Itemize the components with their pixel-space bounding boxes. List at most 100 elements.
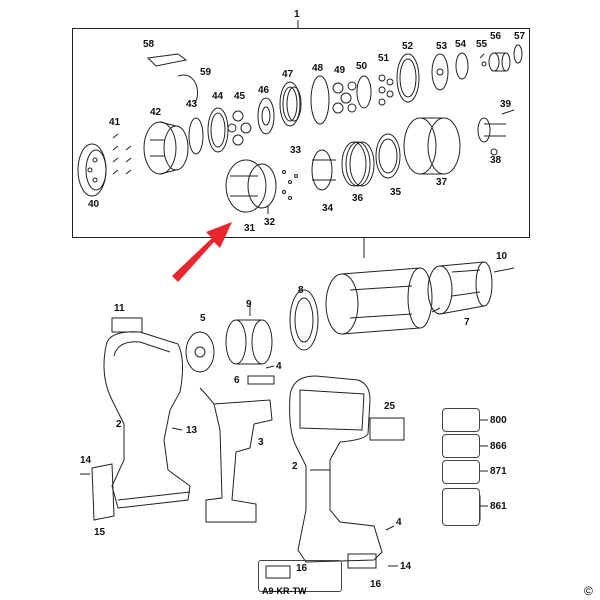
part-46-carrier: [257, 97, 275, 135]
part-38-spindle: [477, 117, 506, 156]
callout-41: 41: [109, 117, 121, 128]
part-16-clip: [347, 553, 377, 569]
part-5-brush-plate: [185, 331, 215, 373]
accessory-box-866: [442, 434, 480, 458]
callout-7: 7: [464, 317, 470, 328]
accessory-box-861: [442, 488, 480, 526]
callout-55: 55: [476, 39, 488, 50]
part-58-clip: [146, 53, 188, 67]
model-badge-text: A9-KR-TW: [262, 586, 307, 596]
part-40-end-plate: [77, 143, 107, 197]
part-57-washer: [513, 44, 523, 64]
part-51-balls: [378, 74, 394, 106]
part-33-pins: [282, 170, 298, 200]
gearbox-assembly: [325, 267, 433, 335]
red-arrow-icon: [172, 222, 232, 282]
callout-51: 51: [378, 53, 390, 64]
callout-14-right: 14: [400, 561, 412, 572]
callout-35: 35: [390, 187, 402, 198]
accessory-label-871: 871: [490, 466, 507, 477]
callout-1: 1: [294, 9, 300, 20]
callout-25: 25: [384, 401, 396, 412]
part-11-label: [111, 317, 143, 333]
copyright-mark: ©: [584, 584, 593, 598]
callout-44: 44: [212, 91, 224, 102]
callout-34: 34: [322, 203, 334, 214]
badge-battery-icon: [265, 565, 291, 579]
callout-6: 6: [234, 375, 240, 386]
part-15-side-plate: [91, 463, 115, 521]
callout-2-right: 2: [292, 461, 298, 472]
part-52-ring: [396, 53, 420, 103]
part-50-carrier: [356, 75, 372, 109]
part-59-spring: [177, 74, 199, 105]
gearbox-subassembly-frame: [72, 28, 530, 238]
part-4-screw-lower: [385, 525, 395, 531]
callout-4-lower: 4: [396, 517, 402, 528]
callout-42: 42: [150, 107, 162, 118]
part-34-cam-plate: [311, 149, 336, 191]
part-35-ring: [375, 133, 401, 179]
part-10-screw: [493, 267, 515, 273]
callout-56: 56: [490, 31, 502, 42]
callout-31: 31: [244, 223, 256, 234]
callout-16-badge: 16: [296, 563, 308, 574]
callout-39: 39: [500, 99, 512, 110]
part-31-clutch-housing: [225, 159, 277, 213]
accessory-label-861: 861: [490, 501, 507, 512]
callout-57: 57: [514, 31, 526, 42]
callout-45: 45: [234, 91, 246, 102]
callout-46: 46: [258, 85, 270, 96]
part-9-armature: [225, 304, 273, 365]
part-37-collar: [403, 117, 461, 175]
callout-47: 47: [282, 69, 294, 80]
part-42-gear-housing: [143, 121, 189, 175]
part-3-switch: [199, 387, 273, 523]
callout-59: 59: [200, 67, 212, 78]
callout-11: 11: [114, 303, 125, 314]
part-45-planet-gears: [227, 110, 252, 146]
part-4-screw-upper: [265, 365, 275, 369]
part-44-ring-gear: [207, 107, 229, 153]
callout-49: 49: [334, 65, 346, 76]
part-8-ring: [289, 289, 319, 351]
callout-54: 54: [455, 39, 467, 50]
callout-13: 13: [186, 425, 198, 436]
part-47-ring-gear: [279, 81, 302, 127]
callout-4-upper: 4: [276, 361, 282, 372]
callout-40: 40: [88, 199, 100, 210]
callout-2-left: 2: [116, 419, 122, 430]
part-55-pins: [479, 53, 487, 67]
part-13-screw: [171, 427, 183, 431]
part-36-spring: [341, 141, 375, 187]
accessory-box-871: [442, 460, 480, 484]
chuck-screw: [431, 307, 441, 313]
callout-9: 9: [246, 299, 252, 310]
callout-38: 38: [490, 155, 502, 166]
accessory-box-800: [442, 408, 480, 432]
callout-10: 10: [496, 251, 508, 262]
callout-52: 52: [402, 41, 414, 52]
callout-32: 32: [264, 217, 276, 228]
part-49-planet-set: [332, 81, 357, 114]
callout-3: 3: [258, 437, 264, 448]
callout-36: 36: [352, 193, 364, 204]
part-56-spindle-end: [488, 52, 511, 72]
callout-5: 5: [200, 313, 206, 324]
accessory-label-800: 800: [490, 415, 507, 426]
callout-15: 15: [94, 527, 106, 538]
part-48-washer: [310, 75, 330, 125]
part-43-washer: [188, 117, 204, 155]
part-41-screws: [112, 133, 132, 175]
callout-50: 50: [356, 61, 368, 72]
callout-43: 43: [186, 99, 198, 110]
callout-53: 53: [436, 41, 448, 52]
assembled-drill: [289, 375, 383, 563]
part-54-washer: [455, 52, 469, 80]
part-53-cam: [431, 53, 449, 91]
part-25-label: [369, 417, 405, 441]
callout-37: 37: [436, 177, 448, 188]
part-2-housing-left: [103, 331, 191, 509]
part-7-chuck: [427, 261, 493, 315]
